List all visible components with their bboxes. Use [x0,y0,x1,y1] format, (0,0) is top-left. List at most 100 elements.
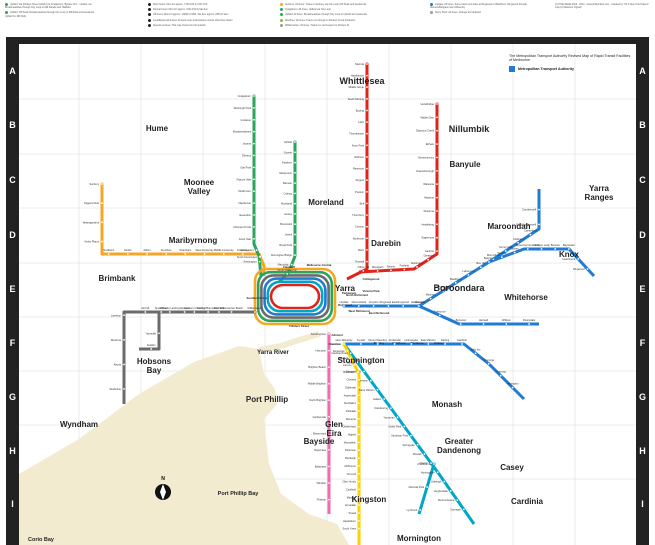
station-marker[interactable] [481,322,485,326]
station-marker[interactable] [217,310,221,314]
station-marker[interactable] [359,342,363,346]
station-marker[interactable] [365,85,369,89]
station-marker[interactable] [435,236,439,240]
station-marker[interactable] [349,351,353,355]
station-marker[interactable] [441,289,445,293]
station-marker[interactable] [409,342,413,346]
station-marker[interactable] [438,313,442,317]
station-marker[interactable] [539,247,543,251]
station-marker[interactable] [455,498,459,502]
station-marker[interactable] [327,382,331,386]
station-marker[interactable] [355,360,359,364]
station-marker[interactable] [145,252,149,256]
station-marker[interactable] [479,265,483,269]
station-marker[interactable] [327,365,331,369]
station-marker[interactable] [376,342,380,346]
station-marker[interactable] [293,181,297,185]
station-marker[interactable] [365,225,369,229]
station-marker[interactable] [258,255,262,259]
station-marker[interactable] [372,304,376,308]
station-marker[interactable] [365,178,369,182]
station-marker[interactable] [462,507,466,511]
station-marker[interactable] [429,297,433,301]
station-marker[interactable] [435,182,439,186]
station-marker[interactable] [487,362,491,366]
station-marker[interactable] [369,379,373,383]
station-marker[interactable] [365,236,369,240]
station-marker[interactable] [365,248,369,252]
station-marker[interactable] [327,332,331,336]
station-marker[interactable] [342,304,346,308]
station-marker[interactable] [460,342,464,346]
station-marker[interactable] [192,310,196,314]
station-marker[interactable] [357,401,361,405]
station-marker[interactable] [585,267,589,271]
station-marker[interactable] [365,120,369,124]
station-marker[interactable] [168,310,172,314]
station-marker[interactable] [230,310,234,314]
station-marker[interactable] [255,248,259,252]
station-marker[interactable] [357,378,361,382]
station-marker[interactable] [293,202,297,206]
station-marker[interactable] [375,388,379,392]
station-marker[interactable] [499,374,503,378]
station-marker[interactable] [357,425,361,429]
station-marker[interactable] [252,94,256,98]
station-marker[interactable] [293,243,297,247]
station-marker[interactable] [382,397,386,401]
station-marker[interactable] [365,213,369,217]
station-marker[interactable] [122,313,126,317]
station-marker[interactable] [357,440,361,444]
station-marker[interactable] [159,310,163,314]
station-marker[interactable] [516,241,520,245]
station-marker[interactable] [293,191,297,195]
station-marker[interactable] [435,115,439,119]
station-marker[interactable] [100,240,104,244]
station-marker[interactable] [365,190,369,194]
station-marker[interactable] [122,387,126,391]
city-loop-ring[interactable] [269,283,321,310]
station-marker[interactable] [357,417,361,421]
station-marker[interactable] [107,252,111,256]
station-marker[interactable] [415,265,419,269]
station-marker[interactable] [466,273,470,277]
station-marker[interactable] [327,498,331,502]
station-marker[interactable] [293,253,297,257]
station-marker[interactable] [252,237,256,241]
station-marker[interactable] [357,385,361,389]
station-marker[interactable] [327,349,331,353]
station-marker[interactable] [126,252,130,256]
station-marker[interactable] [122,362,126,366]
rail-line-alamein[interactable] [418,304,539,326]
city-loop-ring[interactable] [256,270,334,323]
station-marker[interactable] [357,527,361,531]
station-marker[interactable] [429,461,433,465]
station-marker[interactable] [293,161,297,165]
station-marker[interactable] [100,220,104,224]
station-marker[interactable] [361,269,365,273]
station-marker[interactable] [285,272,289,276]
station-marker[interactable] [357,464,361,468]
station-marker[interactable] [143,310,147,314]
city-loop-ring[interactable] [260,274,330,319]
station-marker[interactable] [389,406,393,410]
station-marker[interactable] [537,222,541,226]
station-marker[interactable] [293,140,297,144]
station-marker[interactable] [252,189,256,193]
station-marker[interactable] [553,247,557,251]
rail-line-belgrave[interactable] [488,247,596,278]
city-loop-ring[interactable] [263,277,327,316]
station-marker[interactable] [293,150,297,154]
station-marker[interactable] [203,252,207,256]
station-marker[interactable] [426,258,430,262]
station-marker[interactable] [526,247,530,251]
station-marker[interactable] [252,165,256,169]
station-marker[interactable] [253,310,257,314]
station-marker[interactable] [149,347,153,351]
station-marker[interactable] [409,434,413,438]
station-marker[interactable] [100,201,104,205]
station-marker[interactable] [435,249,439,253]
station-marker[interactable] [435,169,439,173]
station-marker[interactable] [435,156,439,160]
station-marker[interactable] [402,268,406,272]
